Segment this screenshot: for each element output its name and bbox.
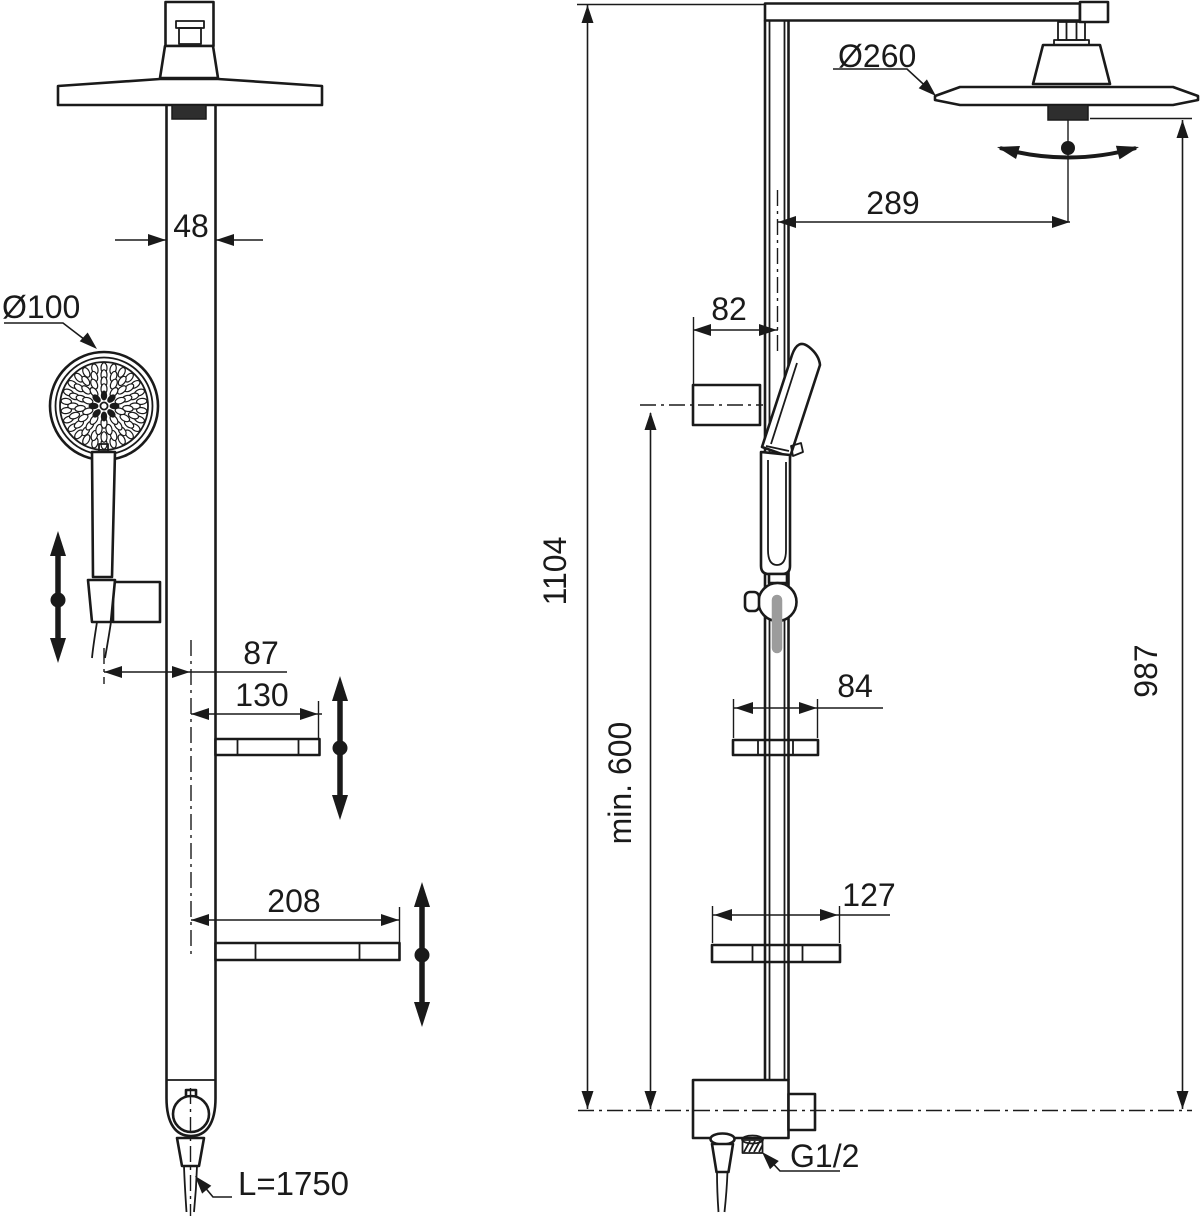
shelf-lower-side: [710, 943, 842, 964]
mount-nut-body: [178, 27, 202, 45]
side-view: Ø260 289 1104: [537, 0, 1200, 1213]
holder-bracket-front: [111, 580, 162, 624]
dim-1104: 1104: [537, 3, 765, 1109]
holder-tab-side: [743, 590, 761, 613]
head-nut-side: [1057, 21, 1086, 41]
ceiling-mount-front: [158, 0, 220, 80]
label-dia-100: Ø100: [2, 289, 97, 349]
rain-shower-head-front: [56, 77, 324, 120]
dim-289: 289: [778, 185, 1070, 228]
dim-208-label: 208: [267, 883, 320, 919]
rain-head-disc-front: [56, 77, 324, 107]
rain-head-sprayer-front: [171, 104, 207, 120]
mount-cone: [158, 44, 220, 80]
dia-100-label: Ø100: [2, 289, 80, 325]
dim-1104-label: 1104: [537, 537, 573, 606]
dia-260-label: Ø260: [838, 38, 916, 74]
column-bottom-cap: [165, 1080, 217, 1138]
dim-289-label: 289: [866, 185, 919, 221]
shelf-lower-adjust-arrow: [414, 882, 430, 1027]
hand-shower-front: [48, 350, 162, 659]
dim-min-600-label: min. 600: [602, 722, 638, 845]
spray-center-hole: [99, 401, 109, 411]
dim-82-label: 82: [711, 291, 747, 327]
head-tilt-arrow: [997, 120, 1139, 222]
rain-shower-head-side: [933, 43, 1200, 121]
head-cone-side: [1031, 43, 1112, 86]
hand-shower-head-side: [760, 342, 822, 459]
dim-87: 87: [104, 635, 287, 678]
hand-shower-hose-front: [91, 621, 98, 659]
shelf-upper-front: [214, 737, 321, 757]
hand-shower-handle-front: [90, 450, 117, 579]
dim-130: 130: [191, 677, 322, 742]
arm-end-block: [1078, 0, 1110, 24]
dim-84: 84: [732, 668, 883, 738]
box-outlet-stub: [787, 1092, 817, 1132]
label-hose-length: L=1750: [195, 1165, 349, 1202]
rain-head-disc-side: [933, 85, 1200, 107]
front-view: 48 Ø100: [2, 0, 430, 1216]
hand-shower-clip: [790, 442, 804, 457]
shelf-lower-front: [214, 941, 401, 962]
dim-48: 48: [115, 208, 263, 246]
holder-adjust-arrow: [50, 531, 66, 663]
shelf-upper-side: [731, 738, 820, 757]
dim-127: 127: [711, 877, 896, 943]
hand-shower-side: [743, 342, 822, 654]
shower-column-front: [165, 105, 217, 1138]
thread-label: G1/2: [790, 1138, 859, 1174]
shelf-upper-adjust-arrow: [332, 676, 348, 820]
dim-87-label: 87: [243, 635, 279, 671]
rain-head-sprayer-side: [1047, 104, 1089, 121]
hose-length-label: L=1750: [238, 1165, 349, 1202]
dim-127-label: 127: [842, 877, 895, 913]
dim-82: 82: [692, 291, 778, 385]
dim-987-label: 987: [1128, 644, 1164, 697]
label-thread: G1/2: [762, 1138, 859, 1174]
outlet-hose-side: [709, 1132, 736, 1213]
dim-208: 208: [191, 883, 401, 947]
handle-cone-front: [86, 578, 117, 624]
dim-min-600: min. 600: [602, 412, 657, 1109]
thread-nipple: [741, 1134, 764, 1154]
connection-box-side: [691, 1078, 817, 1213]
label-dia-260: Ø260: [833, 38, 936, 96]
handle-connector-side: [767, 572, 789, 585]
dim-130-label: 130: [235, 677, 288, 713]
hose-outlet-front: [175, 1088, 206, 1216]
dim-48-label: 48: [173, 208, 209, 244]
dim-84-label: 84: [837, 668, 873, 704]
top-arm-side: [763, 0, 1110, 46]
dim-987: 987: [1090, 117, 1192, 1109]
spray-nozzle-dots: [60, 362, 148, 450]
